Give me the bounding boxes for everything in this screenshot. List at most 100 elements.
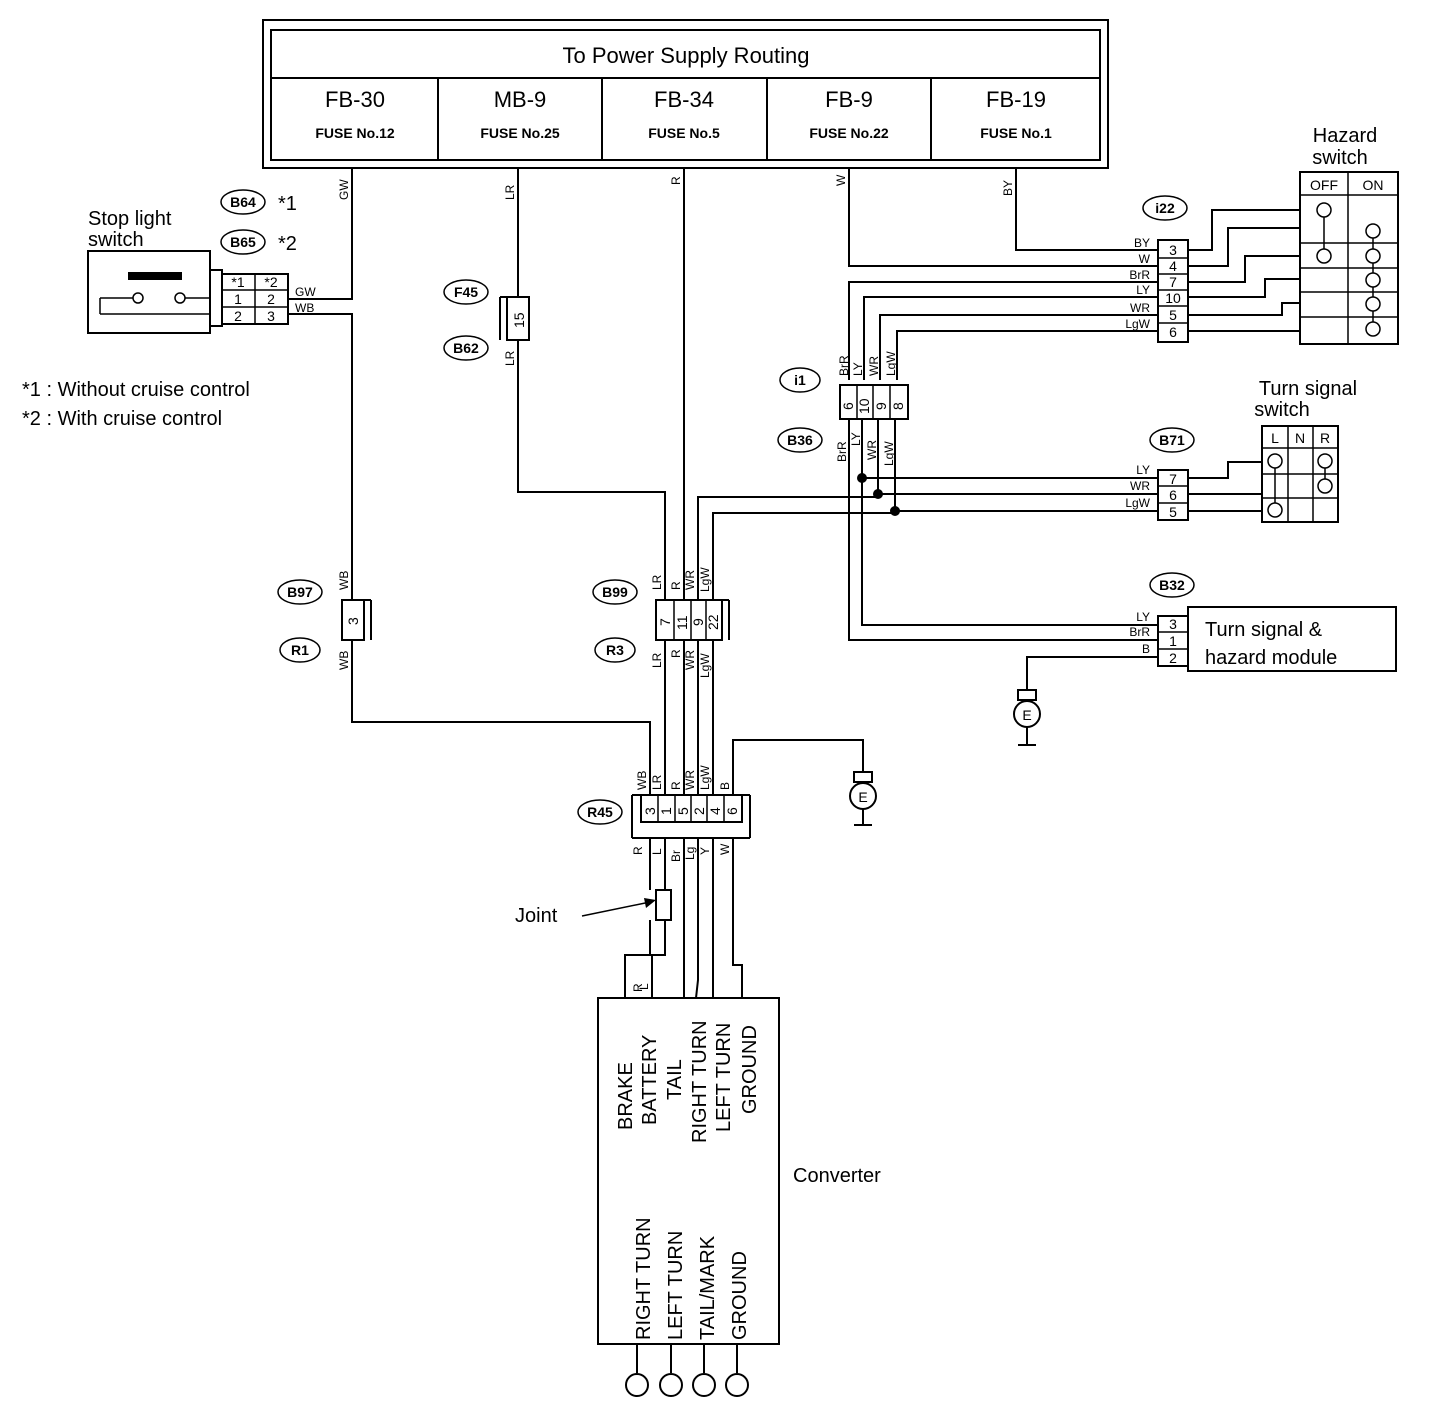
notes: *1 : Without cruise control *2 : With cr… [22,379,250,430]
r45-pin-2: 1 [658,807,674,815]
stop-pin-r1a: 1 [234,291,242,307]
converter-out-tail-mark: TAIL/MARK [697,1235,719,1340]
r45-wire-bot-2: L [650,848,664,855]
r45-wire-top-4: WR [683,770,697,790]
output-terminals [625,1344,749,1397]
b71-pin-2: 6 [1169,487,1177,503]
r45-wire-bot-6: W [718,843,732,855]
connector-i22: i22 3 4 7 10 5 6 BY W BrR LY WR LgW [1125,195,1189,343]
stop-wire-gw: GW [295,285,316,299]
i1-wire-top-2: LY [851,362,865,376]
i22-wire-2: W [1139,252,1151,266]
i1-wire-bot-4: LgW [882,441,896,466]
ground-r45: E [849,771,877,826]
terminal-left-turn [659,1373,683,1397]
i1-wire-bot-2: LY [849,432,863,446]
b99-pin-2: 11 [674,615,690,630]
wire-labels: GW LR R W BY LR WB WB R L [337,174,1015,992]
connector-b71: B71 7 6 5 LY WR LgW [1125,427,1195,521]
r45-pin-1: 3 [642,807,658,815]
ground-r45-label: E [858,789,867,805]
tag-r45: R45 [587,804,613,820]
tag-b36: B36 [787,432,813,448]
converter-out-left-turn: LEFT TURN [665,1231,687,1340]
fuse-id-fb19: FB-19 [986,87,1046,112]
r45-pin-5: 4 [707,807,723,815]
b32-wire-1: LY [1136,610,1150,624]
r45-wire-top-2: LR [650,774,664,790]
i22-wire-1: BY [1134,236,1150,250]
tag-r3: R3 [606,642,624,658]
i1-wire-bot-3: WR [865,440,879,460]
stop-light-label-1: Stop light [88,208,172,230]
r45-wire-bot-3: Br [669,850,683,862]
wire-network [288,168,1300,999]
i1-pin-4: 8 [890,402,906,410]
b32-pin-2: 1 [1169,633,1177,649]
b99-wire-bot-2: R [669,649,683,658]
junction-dots [857,473,900,516]
joint-label: Joint [515,905,558,927]
hazard-switch: Hazard switch OFF ON [1299,125,1399,345]
i22-wire-4: LY [1136,283,1150,297]
tag-b62: B62 [453,340,479,356]
stop-pin-r1b: 2 [267,291,275,307]
converter-in-left-turn: LEFT TURN [713,1023,735,1132]
turn-switch-label-1: Turn signal [1259,378,1357,400]
fuse-no-fb19: FUSE No.1 [980,125,1052,141]
converter-in-brake: BRAKE [615,1062,637,1130]
r45-pin-4: 2 [691,807,707,815]
r45-wire-bot-4: Lg [683,847,697,860]
r45-wire-bot-1: R [631,846,645,855]
wire-label-conv-l: L [637,983,651,990]
tag-b71: B71 [1159,432,1185,448]
b71-wire-1: LY [1136,463,1150,477]
turn-switch-col-r: R [1320,430,1330,446]
i1-wire-bot-1: BrR [835,441,849,462]
i1-wire-top-4: LgW [884,351,898,376]
b71-wire-3: LgW [1125,496,1150,510]
b99-pin-1: 7 [657,618,673,626]
b71-pin-3: 5 [1169,504,1177,520]
connector-f45: F45 B62 15 [443,279,530,361]
module-label-1: Turn signal & [1205,619,1323,641]
tag-b32: B32 [1159,577,1185,593]
stop-pin-r2b: 3 [267,308,275,324]
note-2: *2 : With cruise control [22,408,222,430]
wire-label-fb30: GW [337,179,351,200]
stop-pin-r2a: 2 [234,308,242,324]
power-supply-title: To Power Supply Routing [562,43,809,68]
module-label-2: hazard module [1205,647,1337,669]
b99-pin-3: 9 [690,618,706,626]
b99-pin-4: 22 [705,614,721,630]
converter-label: Converter [793,1165,881,1187]
tag-b65-note: *2 [278,233,297,255]
b97-pin: 3 [345,617,361,625]
connector-b32: B32 3 1 2 LY BrR B Turn signal & hazard … [1129,572,1397,672]
i1-pin-1: 6 [840,402,856,410]
hazard-label-1: Hazard [1313,125,1377,147]
i22-pin-3: 7 [1169,274,1177,290]
f45-pin: 15 [511,312,527,328]
stop-light-label-2: switch [88,229,144,251]
b99-wire-bot-3: WR [683,650,697,670]
tag-i1: i1 [794,372,806,388]
tag-b64-note: *1 [278,193,297,215]
fuse-id-mb9: MB-9 [494,87,547,112]
b32-wire-2: BrR [1129,625,1150,639]
i1-pin-2: 10 [856,398,872,414]
b32-pin-3: 2 [1169,650,1177,666]
b99-wire-top-2: R [669,581,683,590]
wire-label-fb34: R [669,176,683,185]
ground-module-label: E [1022,707,1031,723]
i1-wire-top-3: WR [867,356,881,376]
ground-module: E [1013,689,1041,746]
converter-in-tail: TAIL [664,1059,686,1100]
fuse-no-fb9: FUSE No.22 [809,125,889,141]
fuse-no-fb34: FUSE No.5 [648,125,720,141]
wire-label-r1: WB [337,651,351,670]
i22-wire-5: WR [1130,301,1150,315]
fuse-no-mb9: FUSE No.25 [480,125,560,141]
wire-label-mb9: LR [503,184,517,200]
